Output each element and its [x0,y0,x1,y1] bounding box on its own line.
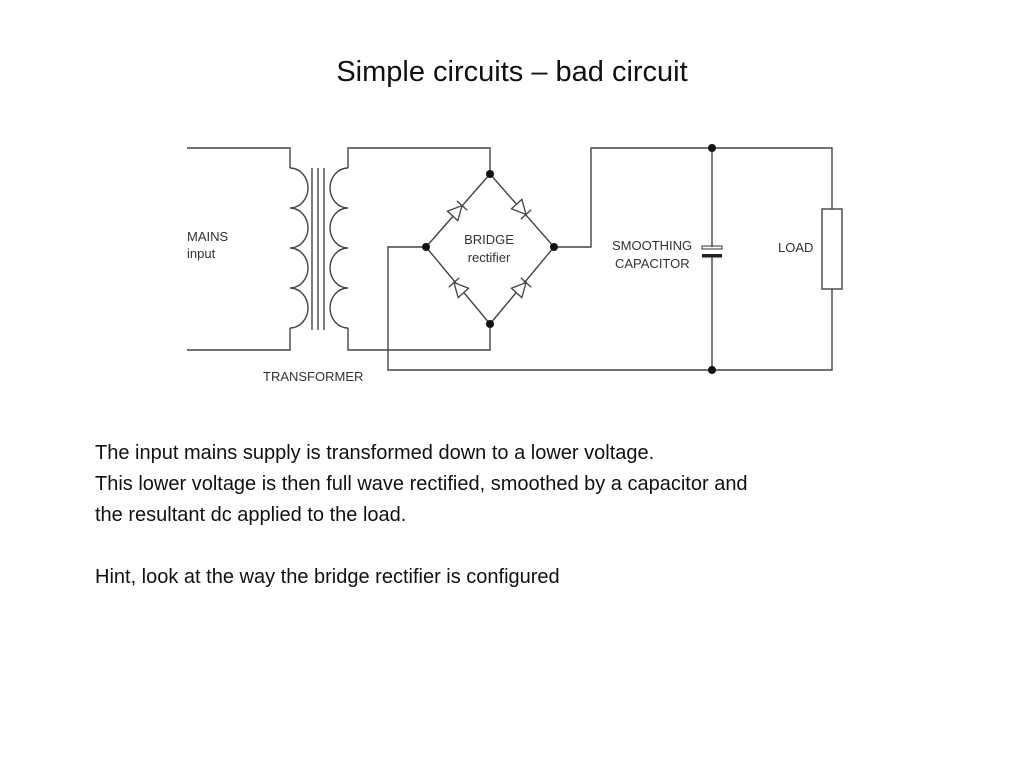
junction-dot [708,366,716,374]
diode-4 [510,277,532,299]
secondary-wire-bottom [347,324,491,351]
body-text: The input mains supply is transformed do… [95,438,955,593]
body-line-2: This lower voltage is then full wave rec… [95,473,748,495]
body-line-1: The input mains supply is transformed do… [95,442,655,464]
junction-dot [708,144,716,152]
transformer-label: TRANSFORMER [263,369,363,384]
mains-input-wire-bottom [187,328,291,351]
body-line-3: the resultant dc applied to the load. [95,504,407,526]
smoothing-capacitor-symbol [701,245,723,258]
load-resistor [821,208,843,290]
mains-label-line1: MAINS [187,229,229,244]
mains-input-wire-top [187,147,291,168]
mains-label-line2: input [187,246,216,261]
smoothing-label-line1: SMOOTHING [612,238,692,253]
junction-dot [422,243,430,251]
bridge-diamond [425,172,555,326]
junction-dot [486,170,494,178]
junction-dot [550,243,558,251]
diode-2 [510,198,532,220]
slide-title: Simple circuits – bad circuit [336,56,688,88]
bridge-right-wire [554,147,833,248]
junction-dot [486,320,494,328]
secondary-winding [329,167,349,329]
smoothing-label-line2: CAPACITOR [615,256,690,271]
bridge-left-wire [387,246,833,371]
secondary-wire-top [347,147,491,174]
load-label: LOAD [778,240,813,255]
hint-line: Hint, look at the way the bridge rectifi… [95,566,560,588]
bridge-label-line2: rectifier [468,250,511,265]
primary-winding [289,167,309,329]
bridge-label-line1: BRIDGE [464,232,514,247]
diode-1 [446,200,468,222]
diode-3 [448,277,470,299]
